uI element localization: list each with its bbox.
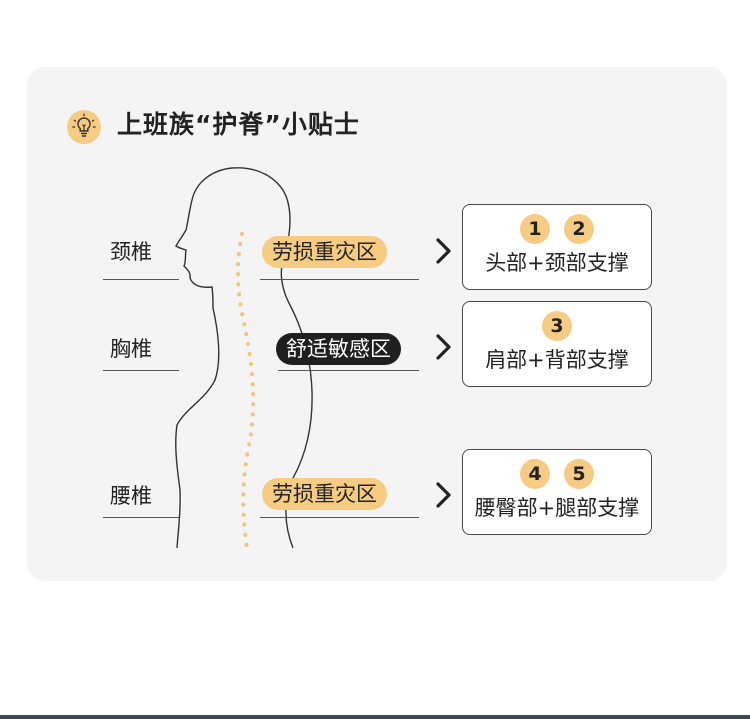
number-badge: 2: [564, 214, 594, 244]
number-badge: 3: [542, 311, 572, 341]
support-advice-text: 腰臀部+腿部支撑: [474, 496, 640, 520]
cervical-label: 颈椎: [110, 240, 152, 264]
cervical-underline: [103, 279, 179, 280]
number-badge: 5: [564, 459, 594, 489]
bottom-divider: [0, 715, 750, 719]
spine-line: [236, 232, 256, 550]
support-advice-text: 头部+颈部支撑: [485, 251, 629, 275]
thoracic-tag: 舒适敏感区: [276, 333, 401, 365]
lumbar-underline: [103, 517, 179, 518]
body-outline-back: [231, 167, 313, 549]
page-title: 上班族“护脊”小贴士: [117, 110, 360, 139]
lumbar-label: 腰椎: [110, 484, 152, 508]
thoracic-underline: [103, 370, 179, 371]
number-badge: 4: [520, 459, 550, 489]
thoracic-label: 胸椎: [110, 337, 152, 361]
chevron-right-icon: [436, 482, 451, 508]
lightbulb-icon: [67, 110, 101, 144]
thoracic-tag-underline: [278, 370, 419, 371]
lumbar-tag-underline: [260, 517, 419, 518]
support-advice-text: 肩部+背部支撑: [485, 348, 629, 372]
lumbar-tag: 劳损重灾区: [262, 478, 387, 510]
support-box-shoulder-back: 3 肩部+背部支撑: [462, 301, 652, 387]
badge-group: 3: [463, 311, 651, 341]
body-outline-front: [175, 167, 233, 549]
number-badge: 1: [520, 214, 550, 244]
chevron-right-icon: [436, 238, 451, 264]
cervical-tag-underline: [260, 279, 419, 280]
chevron-right-icon: [436, 334, 451, 360]
cervical-tag: 劳损重灾区: [262, 236, 387, 268]
